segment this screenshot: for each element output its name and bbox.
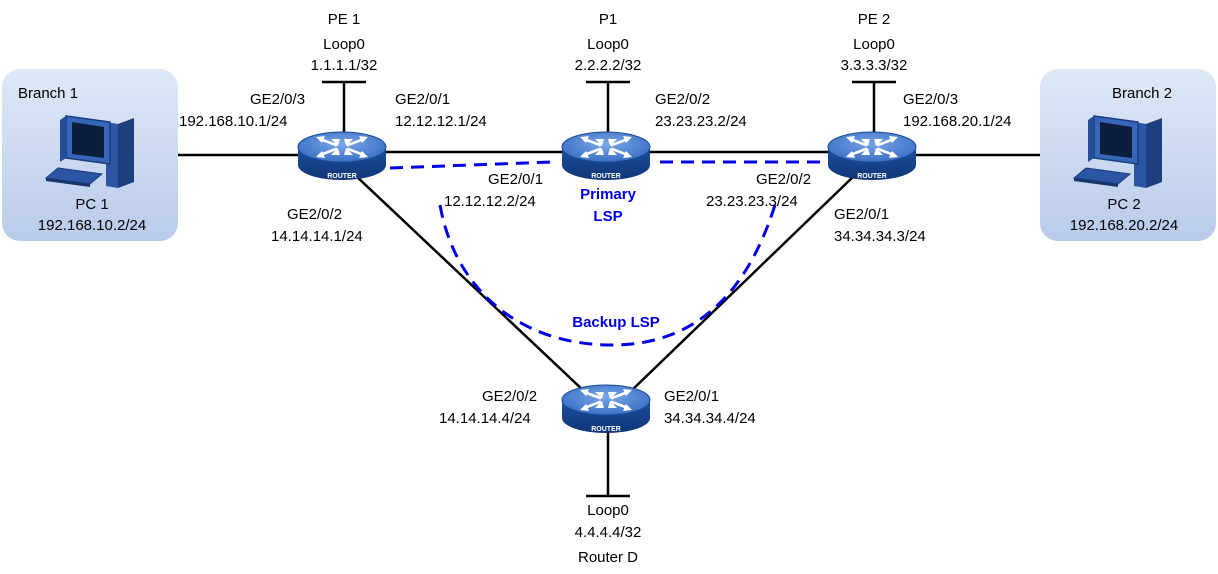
pe2-if-ge201: GE2/0/1 bbox=[834, 206, 889, 223]
pc2-label: PC 2 bbox=[1107, 196, 1140, 213]
pe2-if-ge203: GE2/0/3 bbox=[903, 91, 958, 108]
router-d[interactable]: ROUTER bbox=[560, 383, 652, 435]
routerd-ip-ge202: 14.14.14.4/24 bbox=[439, 410, 531, 427]
pe1-ip-ge201: 12.12.12.1/24 bbox=[395, 113, 487, 130]
router-p1[interactable]: ROUTER bbox=[560, 130, 652, 182]
pe2-loop-ip: 3.3.3.3/32 bbox=[841, 57, 908, 74]
pe2-ip-ge203: 192.168.20.1/24 bbox=[903, 113, 1011, 130]
pe1-if-ge202: GE2/0/2 bbox=[287, 206, 342, 223]
primary-lsp-path bbox=[389, 160, 828, 170]
router-pe1[interactable]: ROUTER bbox=[296, 130, 388, 182]
routerd-if-ge201: GE2/0/1 bbox=[664, 388, 719, 405]
router-pe2[interactable]: ROUTER bbox=[826, 130, 918, 182]
pe1-if-ge201: GE2/0/1 bbox=[395, 91, 450, 108]
pc2-ip: 192.168.20.2/24 bbox=[1070, 217, 1178, 234]
pe1-if-ge203: GE2/0/3 bbox=[250, 91, 305, 108]
routerd-if-ge202: GE2/0/2 bbox=[482, 388, 537, 405]
router-badge: ROUTER bbox=[327, 173, 357, 180]
p1-if-ge202: GE2/0/2 bbox=[655, 91, 710, 108]
backup-lsp-path bbox=[438, 204, 777, 347]
pe2-loop-name: Loop0 bbox=[853, 36, 895, 53]
routerd-loop-name: Loop0 bbox=[587, 502, 629, 519]
links bbox=[178, 80, 1040, 498]
p1-loop-name: Loop0 bbox=[587, 36, 629, 53]
routerd-loop-ip: 4.4.4.4/32 bbox=[575, 524, 642, 541]
pe1-ip-ge203: 192.168.10.1/24 bbox=[179, 113, 287, 130]
branch1-label: Branch 1 bbox=[18, 85, 78, 102]
link-pe1-routerd bbox=[354, 174, 586, 393]
primary-lsp-label-line1: Primary bbox=[580, 186, 637, 203]
pe2-name: PE 2 bbox=[858, 11, 891, 28]
lsp-paths bbox=[389, 160, 828, 347]
pc1-ip: 192.168.10.2/24 bbox=[38, 217, 146, 234]
pe2-if-ge202: GE2/0/2 bbox=[756, 171, 811, 188]
routerd-name: Router D bbox=[578, 549, 638, 566]
pe1-ip-ge202: 14.14.14.1/24 bbox=[271, 228, 363, 245]
branch2-label: Branch 2 bbox=[1112, 85, 1172, 102]
backup-lsp-label: Backup LSP bbox=[572, 314, 660, 331]
p1-ip-ge201: 12.12.12.2/24 bbox=[444, 193, 536, 210]
router-badge: ROUTER bbox=[591, 173, 621, 180]
p1-if-ge201: GE2/0/1 bbox=[488, 171, 543, 188]
p1-ip-ge202: 23.23.23.2/24 bbox=[655, 113, 747, 130]
link-pe2-routerd bbox=[629, 174, 856, 393]
p1-name: P1 bbox=[599, 11, 617, 28]
pe1-name: PE 1 bbox=[328, 11, 361, 28]
pe1-loop-name: Loop0 bbox=[323, 36, 365, 53]
router-badge: ROUTER bbox=[591, 426, 621, 433]
pe1-loop-ip: 1.1.1.1/32 bbox=[311, 57, 378, 74]
pc1-label: PC 1 bbox=[75, 196, 108, 213]
routerd-ip-ge201: 34.34.34.4/24 bbox=[664, 410, 756, 427]
router-badge: ROUTER bbox=[857, 173, 887, 180]
primary-lsp-label-line2: LSP bbox=[593, 208, 622, 225]
pe2-ip-ge202: 23.23.23.3/24 bbox=[706, 193, 798, 210]
pe2-ip-ge201: 34.34.34.3/24 bbox=[834, 228, 926, 245]
p1-loop-ip: 2.2.2.2/32 bbox=[575, 57, 642, 74]
